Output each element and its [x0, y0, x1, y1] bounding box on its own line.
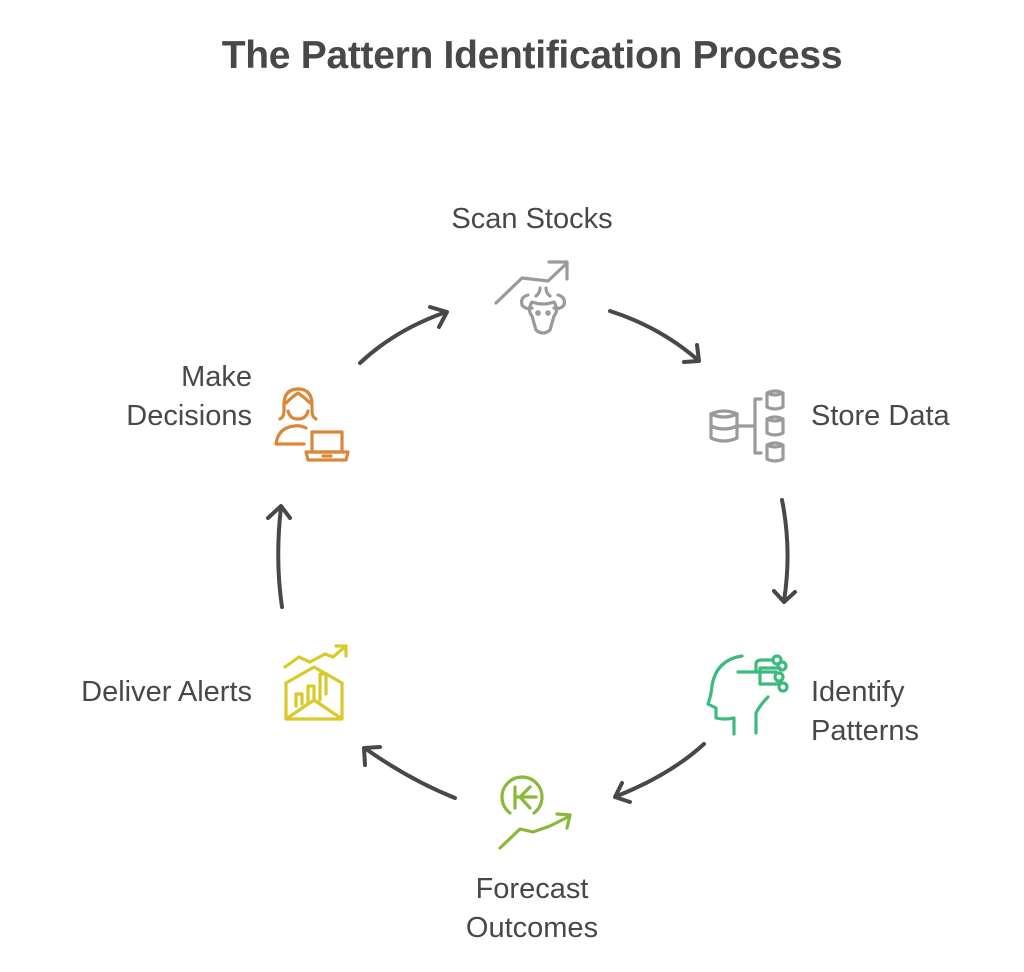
- label-forecast-outcomes: Forecast Outcomes: [432, 870, 632, 948]
- label-deliver-alerts: Deliver Alerts: [40, 673, 252, 712]
- label-line: Store Data: [811, 400, 950, 432]
- arrow-forecast-to-alerts: [362, 745, 457, 800]
- arrow-decisions-to-scan: [358, 305, 449, 365]
- label-line: Decisions: [126, 400, 252, 432]
- label-line: Patterns: [811, 715, 919, 747]
- arrow-store-to-identify: [772, 498, 797, 604]
- currency-growth-icon: [498, 775, 572, 850]
- person-laptop-icon: [274, 387, 350, 462]
- label-make-decisions: Make Decisions: [80, 358, 252, 436]
- arrow-scan-to-store: [608, 309, 701, 364]
- label-line: Scan Stocks: [451, 203, 613, 235]
- label-scan-stocks: Scan Stocks: [432, 200, 632, 239]
- label-store-data: Store Data: [811, 397, 950, 436]
- arrow-identify-to-forecast: [613, 742, 706, 804]
- database-tree-icon: [709, 389, 785, 463]
- label-identify-patterns: Identify Patterns: [811, 673, 919, 751]
- diagram-title: The Pattern Identification Process: [221, 34, 843, 77]
- ai-head-circuit-icon: [706, 654, 789, 736]
- label-line: Outcomes: [465, 912, 599, 944]
- label-line: Deliver Alerts: [81, 676, 252, 708]
- label-line: Forecast: [475, 873, 589, 905]
- arrow-alerts-to-decisions: [266, 504, 292, 609]
- envelope-chart-icon: [283, 644, 348, 721]
- label-line: Identify: [811, 676, 905, 708]
- bull-market-chart-icon: [494, 260, 569, 335]
- label-line: Make: [181, 361, 252, 393]
